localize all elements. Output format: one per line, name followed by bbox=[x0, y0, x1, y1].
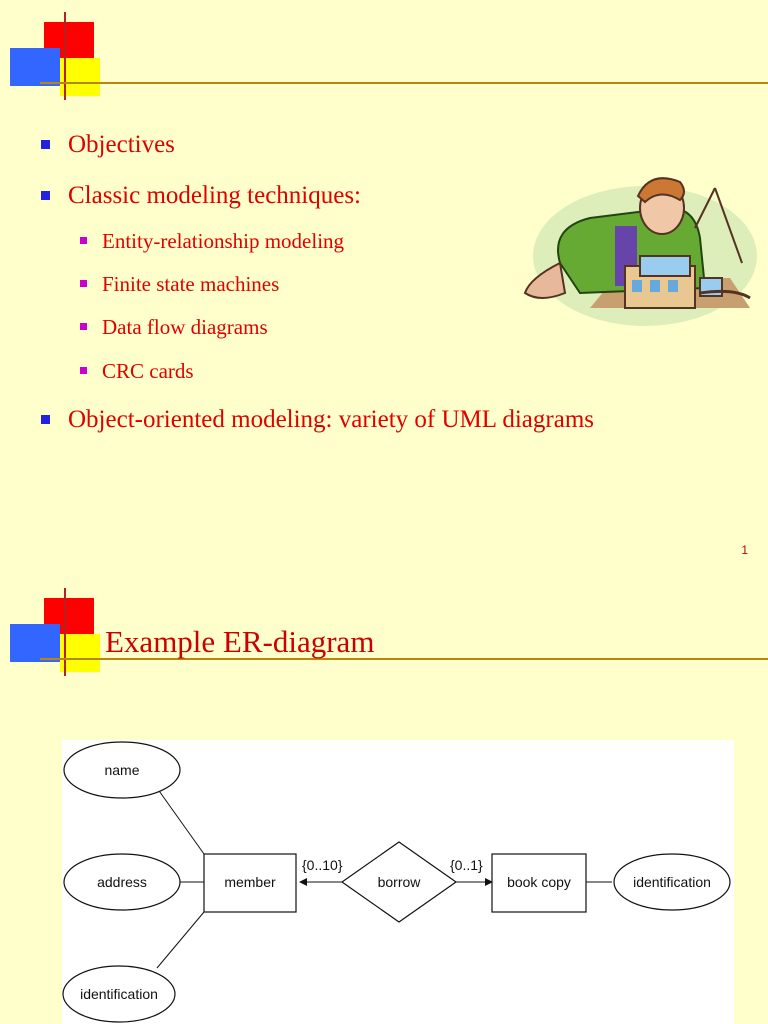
attribute-name: name bbox=[63, 741, 181, 799]
cardinality-left: {0..10} bbox=[302, 857, 343, 873]
attribute-book-identification: identification bbox=[613, 853, 731, 911]
sub-bullet-crc: CRC cards bbox=[80, 359, 194, 384]
sub-bullet-dfd: Data flow diagrams bbox=[80, 315, 268, 340]
sub-bullet-marker bbox=[80, 367, 87, 374]
bullet-text: Object-oriented modeling: variety of UML… bbox=[68, 406, 595, 433]
attribute-address: address bbox=[63, 853, 181, 911]
svg-text:identification: identification bbox=[633, 874, 711, 890]
bullet-marker bbox=[41, 191, 50, 200]
sub-bullet-marker bbox=[80, 280, 87, 287]
slide-title: Example ER-diagram bbox=[105, 624, 375, 659]
sub-bullet-marker bbox=[80, 323, 87, 330]
clipart-illustration bbox=[523, 177, 757, 326]
svg-text:borrow: borrow bbox=[378, 874, 422, 890]
sub-bullet-text: Entity-relationship modeling bbox=[102, 229, 345, 253]
svg-text:identification: identification bbox=[80, 986, 158, 1002]
attribute-identification: identification bbox=[62, 965, 176, 1023]
slide-2: Example ER-diagram name address bbox=[0, 582, 768, 1024]
svg-text:book copy: book copy bbox=[507, 874, 571, 890]
bullet-marker bbox=[41, 415, 50, 424]
sub-bullet-text: CRC cards bbox=[102, 359, 194, 383]
slide-1: Objectives Classic modeling techniques: … bbox=[10, 12, 768, 557]
bullet-object-oriented: Object-oriented modeling: variety of UML… bbox=[41, 406, 595, 434]
page-number: 1 bbox=[741, 543, 748, 557]
cardinality-right: {0..1} bbox=[450, 857, 483, 873]
entity-member: member bbox=[203, 853, 297, 913]
sub-bullet-fsm: Finite state machines bbox=[80, 272, 280, 297]
bullet-text: Objectives bbox=[68, 131, 175, 158]
relationship-borrow: borrow bbox=[340, 841, 458, 923]
er-diagram: name address identification member borro… bbox=[62, 740, 734, 1024]
bullet-text: Classic modeling techniques: bbox=[68, 182, 362, 209]
bullet-objectives: Objectives bbox=[41, 131, 175, 159]
svg-text:name: name bbox=[104, 762, 139, 778]
sub-bullet-marker bbox=[80, 237, 87, 244]
sub-bullet-text: Finite state machines bbox=[102, 272, 280, 296]
sub-bullet-text: Data flow diagrams bbox=[102, 315, 268, 339]
svg-text:address: address bbox=[97, 874, 147, 890]
bullet-classic-modeling: Classic modeling techniques: bbox=[41, 182, 362, 210]
bullet-marker bbox=[41, 140, 50, 149]
svg-text:member: member bbox=[224, 874, 276, 890]
sub-bullet-er: Entity-relationship modeling bbox=[80, 229, 345, 254]
entity-book-copy: book copy bbox=[491, 853, 587, 913]
